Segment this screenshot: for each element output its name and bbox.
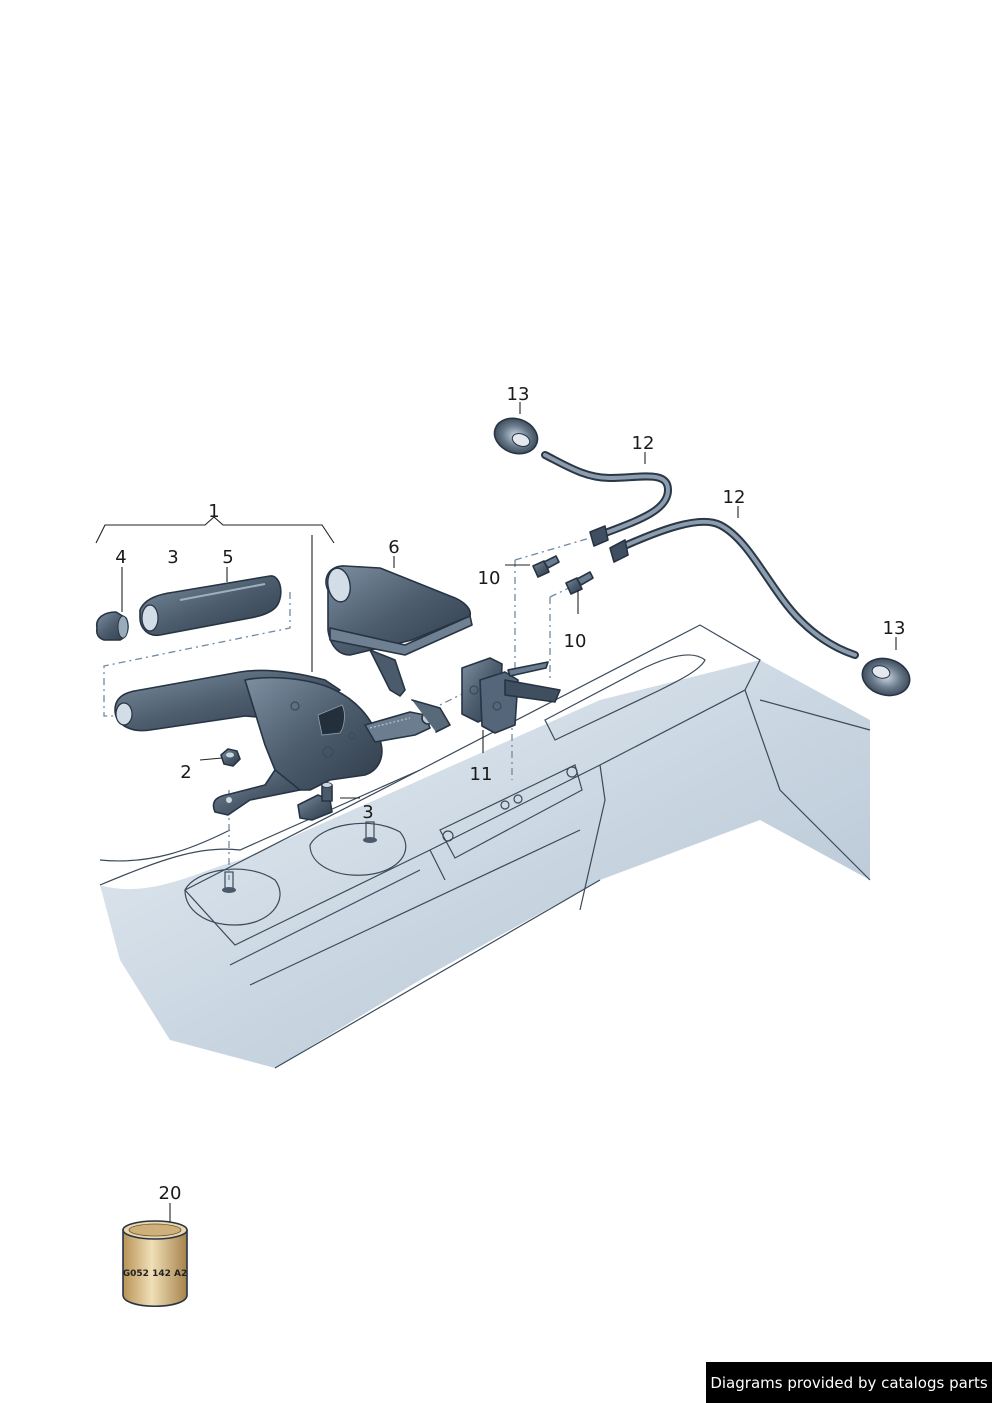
stud-right <box>363 821 377 843</box>
handle-end-cap <box>95 611 129 641</box>
floor-edge-lines <box>99 769 601 1069</box>
callout-6: 6 <box>388 537 399 558</box>
leader-lines <box>95 402 897 1222</box>
nut <box>220 748 241 767</box>
cable-adjuster-lower <box>565 571 594 595</box>
tunnel-wall-right <box>429 689 871 911</box>
cable-adjuster-upper <box>532 555 560 578</box>
callout-3-lower: 3 <box>362 802 373 823</box>
watermark-banner: Diagrams provided by catalogs parts <box>706 1362 992 1403</box>
mount-pad-left <box>184 868 281 926</box>
callout-12-lower: 12 <box>723 487 746 508</box>
callout-13-lower: 13 <box>883 618 906 639</box>
lever-boot <box>325 565 473 697</box>
callout-5: 5 <box>222 547 233 568</box>
handle-cover <box>139 575 282 637</box>
callout-12-upper: 12 <box>632 433 655 454</box>
can-label: G052 142 A2 <box>123 1269 187 1279</box>
brake-switch <box>297 782 333 821</box>
callout-3-upper: 3 <box>167 547 178 568</box>
callout-4: 4 <box>115 547 126 568</box>
brake-cable-right <box>609 517 859 659</box>
callouts: 1 4 3 5 6 2 3 10 10 11 12 12 13 13 20 <box>115 384 905 1204</box>
callout-2: 2 <box>180 762 191 783</box>
floor-panel <box>100 660 870 1068</box>
sealant-can: G052 142 A2 <box>122 1220 188 1308</box>
mount-pad-right <box>309 822 407 876</box>
cable-grommet-lower <box>861 657 911 697</box>
vehicle-floor <box>99 624 871 1069</box>
cable-grommet-upper <box>493 417 539 455</box>
tunnel-groove <box>544 654 706 741</box>
brake-cable-left <box>541 451 673 547</box>
callout-10-lower: 10 <box>564 631 587 652</box>
stud-left <box>222 871 236 893</box>
tunnel-bracket <box>439 764 583 859</box>
callout-10-upper: 10 <box>478 568 501 589</box>
callout-20: 20 <box>159 1183 182 1204</box>
callout-11: 11 <box>470 764 493 785</box>
parking-brake-lever <box>114 669 451 816</box>
cable-bracket <box>461 657 561 734</box>
watermark-text: Diagrams provided by catalogs parts <box>710 1373 988 1392</box>
callout-13-upper: 13 <box>507 384 530 405</box>
callout-1: 1 <box>208 501 219 522</box>
